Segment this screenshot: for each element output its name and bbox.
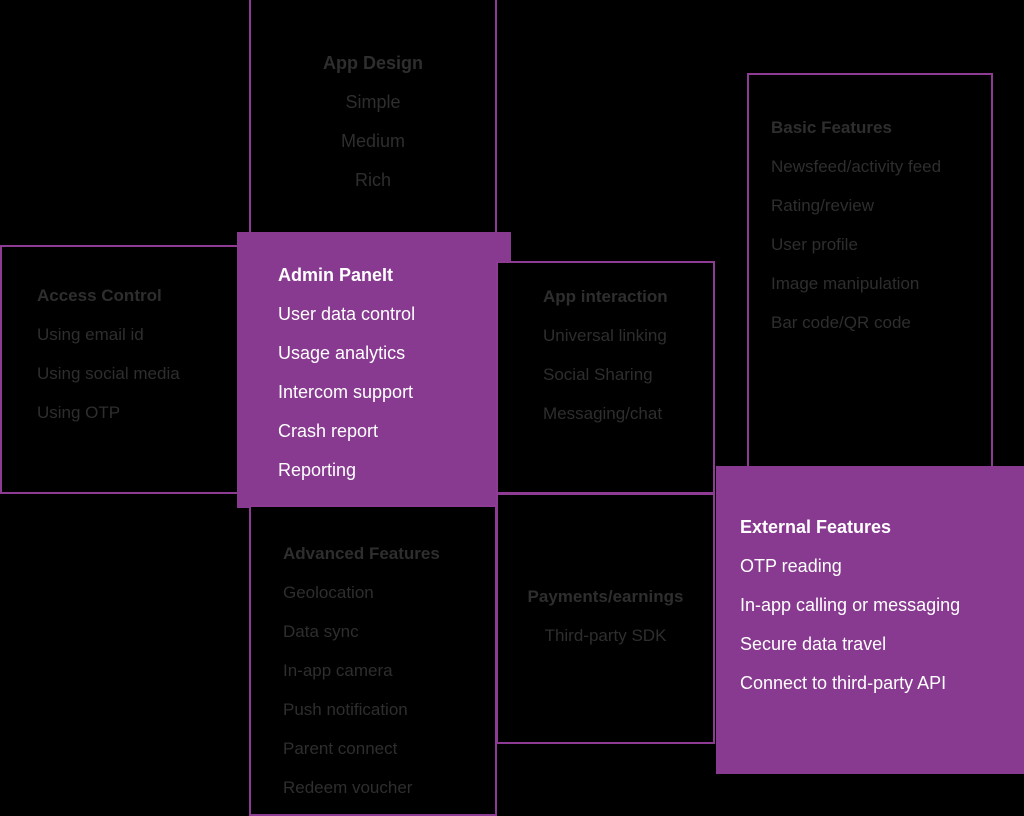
panel-access-control-content: Access Control Using email id Using soci… [2, 247, 273, 443]
panel-advanced-features-item-0: Geolocation [283, 583, 374, 602]
panel-admin-panel: Admin PaneIt User data control Usage ana… [237, 232, 511, 508]
panel-admin-panel-item-4: Reporting [278, 460, 357, 480]
panel-basic-features-item-0: Newsfeed/activity feed [771, 157, 942, 176]
panel-payments-heading: Payments/earnings [527, 587, 684, 606]
panel-basic-features-item-3: Image manipulation [771, 274, 920, 293]
panel-app-interaction-item-0: Universal linking [543, 326, 667, 345]
panel-app-interaction-content: App interaction Universal linking Social… [498, 263, 758, 444]
panel-external-features-heading: External Features [740, 517, 892, 537]
panel-admin-panel-item-2: Intercom support [278, 382, 414, 402]
panel-external-features-content: External Features OTP reading In-app cal… [716, 466, 1024, 713]
panel-advanced-features-item-3: Push notification [283, 700, 408, 719]
panel-admin-panel-heading: Admin PaneIt [278, 265, 394, 285]
panel-payments: Payments/earnings Third-party SDK [496, 493, 715, 744]
panel-payments-content: Payments/earnings Third-party SDK [498, 495, 713, 666]
panel-app-design-item-2: Rich [354, 170, 391, 190]
panel-access-control-item-2: Using OTP [37, 403, 121, 422]
panel-access-control-item-0: Using email id [37, 325, 144, 344]
panel-admin-panel-item-3: Crash report [278, 421, 379, 441]
panel-advanced-features: Advanced Features Geolocation Data sync … [249, 505, 497, 816]
panel-basic-features: Basic Features Newsfeed/activity feed Ra… [747, 73, 993, 473]
panel-access-control-heading: Access Control [37, 286, 162, 305]
panel-admin-panel-item-1: Usage analytics [278, 343, 406, 363]
panel-app-interaction: App interaction Universal linking Social… [496, 261, 715, 494]
panel-access-control-item-1: Using social media [37, 364, 180, 383]
panel-external-features-item-3: Connect to third-party API [740, 673, 947, 693]
panel-external-features-item-0: OTP reading [740, 556, 842, 576]
panel-external-features: External Features OTP reading In-app cal… [716, 466, 1024, 774]
panel-basic-features-heading: Basic Features [771, 118, 892, 137]
panel-app-interaction-heading: App interaction [543, 287, 668, 306]
panel-advanced-features-content: Advanced Features Geolocation Data sync … [251, 507, 527, 816]
panel-basic-features-content: Basic Features Newsfeed/activity feed Ra… [749, 75, 1013, 353]
panel-advanced-features-heading: Advanced Features [283, 544, 440, 563]
panel-admin-panel-item-0: User data control [278, 304, 416, 324]
panel-app-interaction-item-2: Messaging/chat [543, 404, 663, 423]
panel-app-design-item-1: Medium [340, 131, 406, 151]
panel-advanced-features-item-1: Data sync [283, 622, 359, 641]
panel-basic-features-item-4: Bar code/QR code [771, 313, 911, 332]
panel-advanced-features-item-4: Parent connect [283, 739, 398, 758]
panel-app-design: App Design Simple Medium Rich [249, 0, 497, 236]
panel-basic-features-item-1: Rating/review [771, 196, 874, 215]
panel-app-design-heading: App Design [322, 53, 423, 73]
panel-admin-panel-content: Admin PaneIt User data control Usage ana… [237, 232, 552, 500]
panel-app-design-content: App Design Simple Medium Rich [251, 0, 495, 210]
panel-advanced-features-item-5: Redeem voucher [283, 778, 413, 797]
panel-app-design-item-0: Simple [345, 92, 401, 112]
panel-access-control: Access Control Using email id Using soci… [0, 245, 240, 494]
panel-external-features-item-2: Secure data travel [740, 634, 887, 654]
panel-app-interaction-item-1: Social Sharing [543, 365, 653, 384]
panel-advanced-features-item-2: In-app camera [283, 661, 393, 680]
panel-external-features-item-1: In-app calling or messaging [740, 595, 961, 615]
panel-payments-item-0: Third-party SDK [544, 626, 667, 645]
panel-basic-features-item-2: User profile [771, 235, 858, 254]
